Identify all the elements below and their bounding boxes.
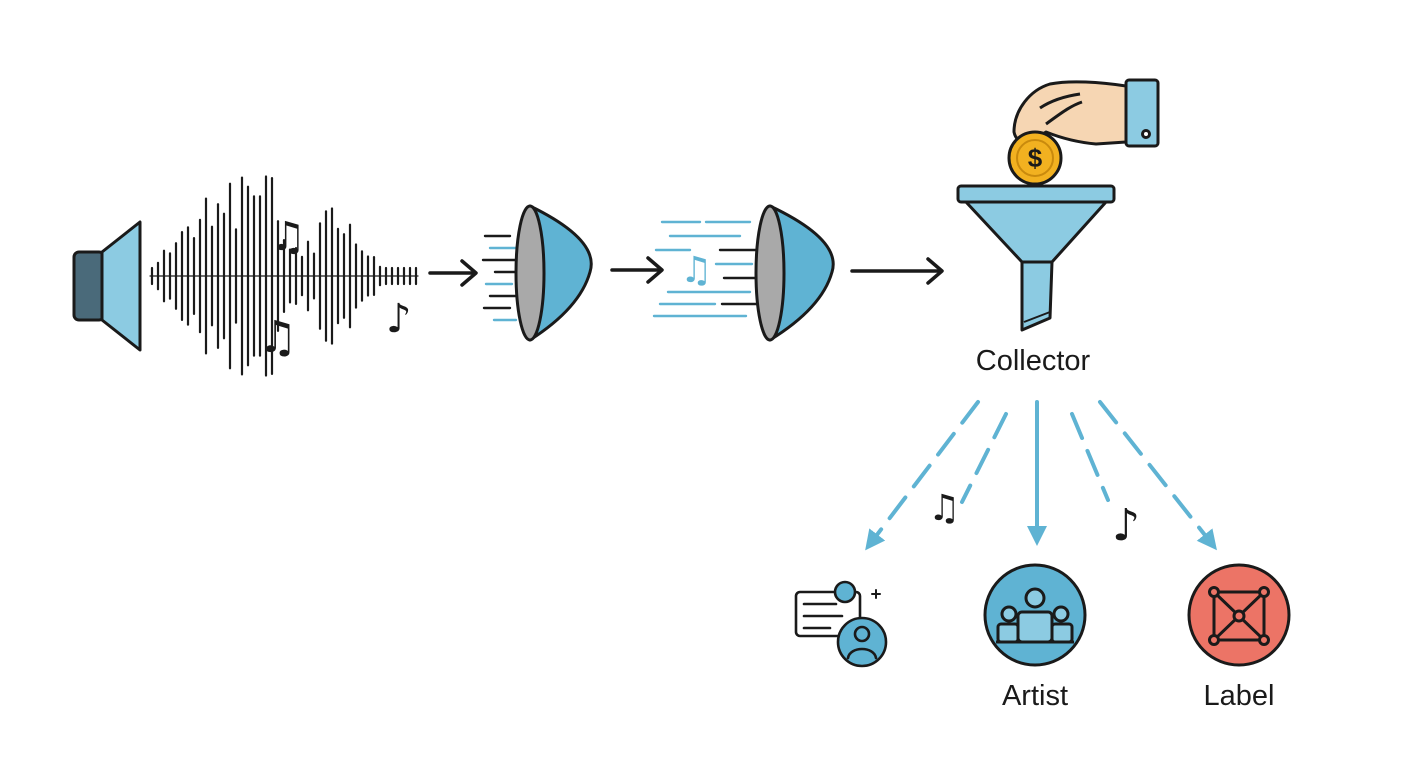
- svg-text:$: $: [1028, 143, 1043, 173]
- music-note-5: ♪: [1112, 500, 1140, 551]
- arrow-2: [610, 256, 664, 284]
- lens-icon-1: [481, 204, 593, 342]
- speaker-icon: [72, 220, 142, 352]
- person-card-icon: [794, 580, 888, 668]
- music-note-3: ♪: [386, 296, 412, 342]
- artist-label: Artist: [1002, 680, 1068, 712]
- label-label: Label: [1204, 680, 1275, 712]
- label-network-icon: [1187, 563, 1291, 667]
- sound-wave: [149, 175, 419, 377]
- data-stream: [652, 220, 767, 318]
- distribution-arrows: [865, 400, 1217, 551]
- music-note-1: ♫: [270, 214, 306, 260]
- arrow-3: [850, 257, 944, 285]
- music-note-2: ♫: [258, 312, 297, 363]
- artist-group-icon: [983, 563, 1087, 667]
- coin-icon: $: [1007, 130, 1063, 186]
- collector-label: Collector: [976, 345, 1091, 377]
- music-note-4: ♫: [928, 488, 960, 529]
- hand-icon: [1012, 78, 1160, 148]
- funnel-icon: [956, 184, 1116, 332]
- arrow-1: [428, 259, 478, 287]
- lens-icon-2: [754, 204, 835, 342]
- music-note-stream: ♫: [680, 250, 712, 291]
